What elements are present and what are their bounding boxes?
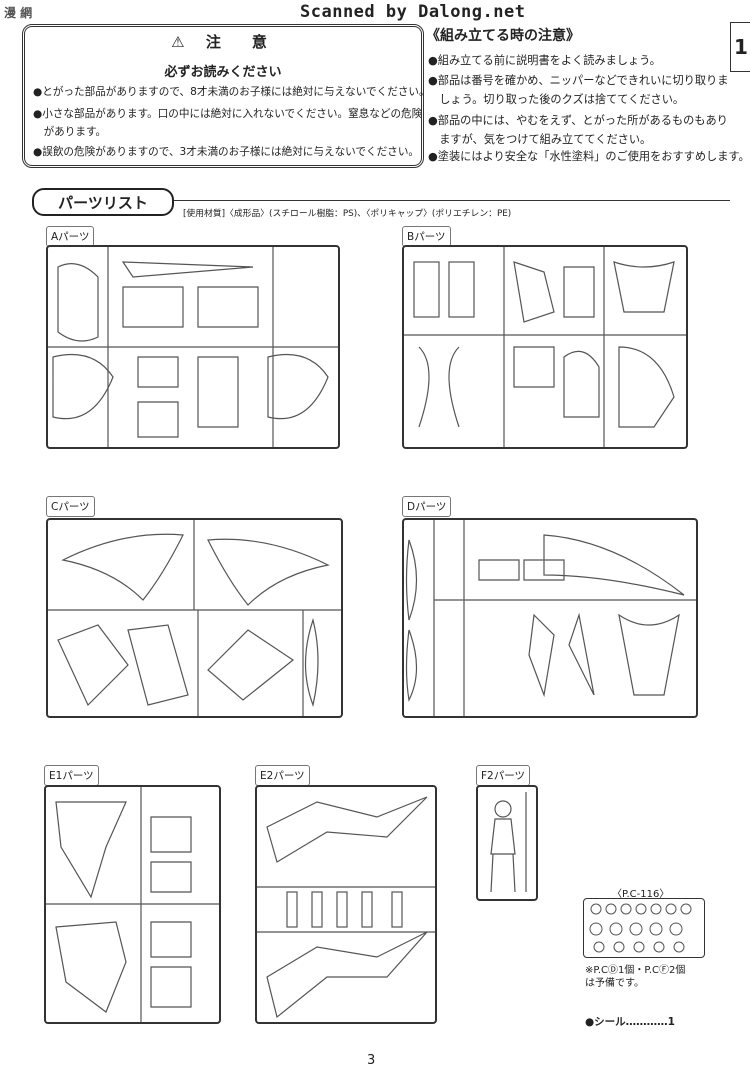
warning-title: ⚠ 注 意: [171, 33, 275, 51]
caution-line: ●組み立てる前に説明書をよく読みましょう。: [428, 54, 661, 67]
material-note: [使用材質]〈成形品〉(スチロール樹脂：PS)、〈ポリキャップ〉(ポリエチレン：…: [183, 209, 512, 219]
section-rule: [170, 200, 730, 201]
caution-line: ●部品の中には、やむをえず、とがった所があるものもあり: [428, 114, 728, 127]
warning-subtitle: 必ずお読みください: [164, 65, 282, 80]
section-label-b: Bパーツ: [402, 226, 451, 247]
corner-page-tab: 1: [730, 22, 750, 72]
runner-b-drawing: [404, 247, 686, 447]
watermark: Scanned by Dalong.net: [300, 2, 526, 22]
section-label-f2: F2パーツ: [476, 765, 531, 786]
runner-d: [402, 518, 698, 718]
page-number: 3: [367, 1053, 376, 1068]
warning-box: ⚠ 注 意 必ずお読みください ●とがった部品がありますので、8才未満のお子様に…: [22, 24, 430, 168]
runner-c-drawing: [48, 520, 341, 716]
warning-line: があります。: [33, 126, 107, 138]
pc-note: ※P.CⒹ1個・P.CⒻ2個 は予備です。: [585, 965, 686, 989]
figure-drawing: [490, 792, 527, 893]
section-label-e2: E2パーツ: [255, 765, 310, 786]
warning-triangle-icon: ⚠: [171, 33, 193, 51]
caution-line: ますが、気をつけて組み立ててください。: [428, 133, 652, 146]
pc-runner: [583, 898, 705, 958]
runner-d-drawing: [405, 520, 696, 716]
section-label-c: Cパーツ: [46, 496, 95, 517]
section-label-a: Aパーツ: [46, 226, 95, 247]
runner-e1: [44, 785, 221, 1024]
section-label-d: Dパーツ: [402, 496, 452, 517]
runner-a: [46, 245, 340, 449]
runner-a-drawing: [48, 247, 338, 447]
corner-logo: 漫 網: [4, 6, 33, 20]
pc-runner-drawing: [589, 903, 692, 953]
runner-e2: [255, 785, 437, 1024]
runner-b: [402, 245, 688, 449]
parts-list-title: パーツリスト: [32, 188, 174, 216]
caution-title: 《組み立てる時の注意》: [426, 28, 580, 44]
runner-c: [46, 518, 343, 718]
warning-line: ●誤飲の危険がありますので、3才未満のお子様には絶対に与えないでください。: [33, 146, 420, 158]
warning-line: ●小さな部品があります。口の中には絶対に入れないでください。窒息などの危険: [33, 108, 423, 120]
runner-e1-drawing: [46, 787, 219, 1022]
seal-count: ●シール…………1: [585, 1016, 675, 1028]
caution-line: ●部品は番号を確かめ、ニッパーなどできれいに切り取りま: [428, 74, 729, 87]
runner-f2: [476, 785, 538, 901]
warning-line: ●とがった部品がありますので、8才未満のお子様には絶対に与えないでください。: [33, 86, 430, 98]
pc-title: 〈P.C-116〉: [612, 889, 670, 900]
caution-line: しょう。切り取った後のクズは捨ててください。: [428, 93, 685, 106]
runner-e2-drawing: [257, 796, 435, 1019]
caution-line: ●塗装にはより安全な「水性塗料」のご使用をおすすめします。: [428, 150, 750, 163]
section-label-e1: E1パーツ: [44, 765, 99, 786]
